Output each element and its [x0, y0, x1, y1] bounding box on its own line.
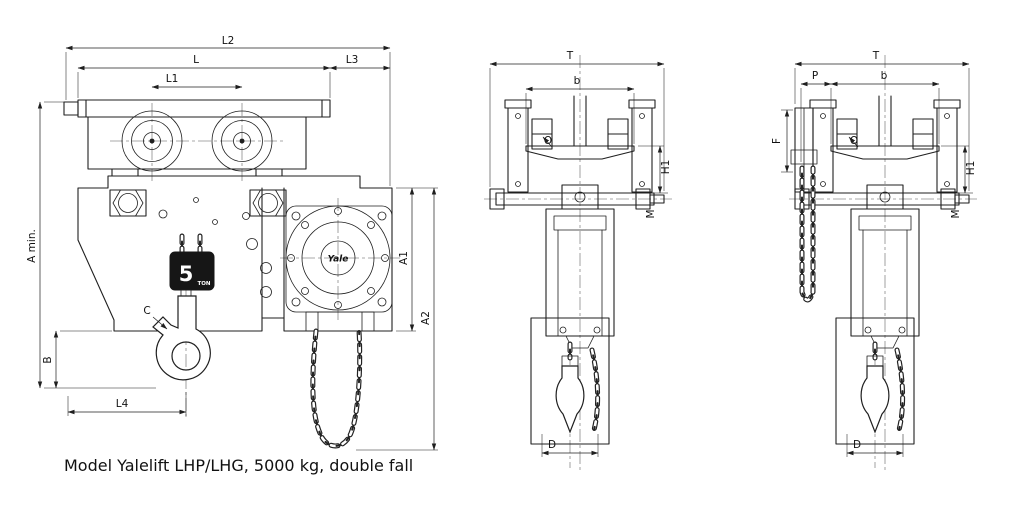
side-plain-beam	[525, 95, 635, 160]
dim-label-b-front: B	[42, 356, 54, 363]
dim-label-l1: L1	[166, 73, 179, 85]
side-view-geared: T P b F O H1 M D	[771, 50, 977, 472]
dim-label-l4: L4	[116, 398, 129, 410]
dim-label-m-geared: M	[950, 209, 962, 218]
dim-label-d-plain: D	[548, 439, 556, 451]
front-load-hook	[152, 295, 211, 381]
front-dimensions: L2 L L3 L1 A min. B L4 C A	[26, 35, 438, 451]
side-geared-bottom-box	[835, 317, 915, 445]
side-plain-plate-bolts	[515, 113, 645, 187]
side-geared-suspension	[794, 184, 970, 210]
side-plain-bottom-box	[530, 317, 610, 445]
front-load-falls	[182, 236, 200, 254]
side-geared-beam	[830, 95, 940, 160]
front-suspension-nut-right	[252, 189, 284, 217]
dim-label-h1-geared: H1	[965, 161, 977, 176]
side-geared-dimensions: T P b F O H1 M D	[771, 50, 977, 457]
capacity-value-label: 5	[179, 262, 194, 286]
side-view-plain: T b O H1 M D	[484, 50, 672, 472]
dim-label-f-geared: F	[771, 138, 783, 144]
dim-label-b-geared: b	[881, 70, 888, 82]
front-centerlines	[110, 103, 400, 420]
front-hand-chain	[313, 331, 360, 446]
front-trolley-wheel-right	[211, 110, 273, 172]
dim-label-o-plain: O	[544, 135, 552, 147]
side-geared-hand-chain	[802, 168, 813, 300]
dim-label-o-geared: O	[850, 135, 858, 147]
side-plain-suspension	[489, 184, 665, 210]
dim-label-p-geared: P	[812, 70, 818, 82]
side-geared-hook	[860, 355, 890, 434]
front-bottom-block: 5 TON	[169, 251, 215, 299]
front-suspension-nut-left	[112, 189, 144, 217]
side-plain-dimensions: T b O H1 M D	[489, 50, 672, 457]
dim-label-l: L	[193, 54, 199, 66]
dim-label-a-min: A min.	[26, 229, 38, 263]
front-handwheel-cover	[285, 205, 393, 332]
dim-label-m-plain: M	[645, 209, 657, 218]
side-geared-trolley	[790, 99, 961, 193]
side-geared-plate-bolts	[820, 113, 950, 187]
front-view: Yale 5 TON L2 L L3	[26, 35, 438, 451]
dim-label-c: C	[143, 305, 150, 317]
dim-label-h1-plain: H1	[660, 160, 672, 175]
side-plain-trolley	[504, 99, 656, 193]
front-trolley-wheel-left	[121, 110, 183, 172]
front-body-detail-bolts	[158, 197, 272, 298]
front-hoist-body	[77, 175, 393, 332]
dim-label-a2: A2	[420, 311, 432, 325]
dim-label-a1: A1	[398, 251, 410, 265]
dim-label-d-geared: D	[853, 439, 861, 451]
side-plain-hook	[555, 355, 585, 434]
dim-label-l3: L3	[346, 54, 359, 66]
brand-label: Yale	[328, 255, 349, 265]
figure-caption: Model Yalelift LHP/LHG, 5000 kg, double …	[64, 456, 414, 475]
dim-label-t-geared: T	[872, 50, 880, 62]
capacity-unit-label: TON	[197, 281, 210, 287]
front-trolley-bar	[63, 99, 331, 177]
dim-label-l2: L2	[222, 35, 235, 47]
dim-label-b-plain: b	[574, 75, 581, 87]
dim-label-t-plain: T	[566, 50, 574, 62]
